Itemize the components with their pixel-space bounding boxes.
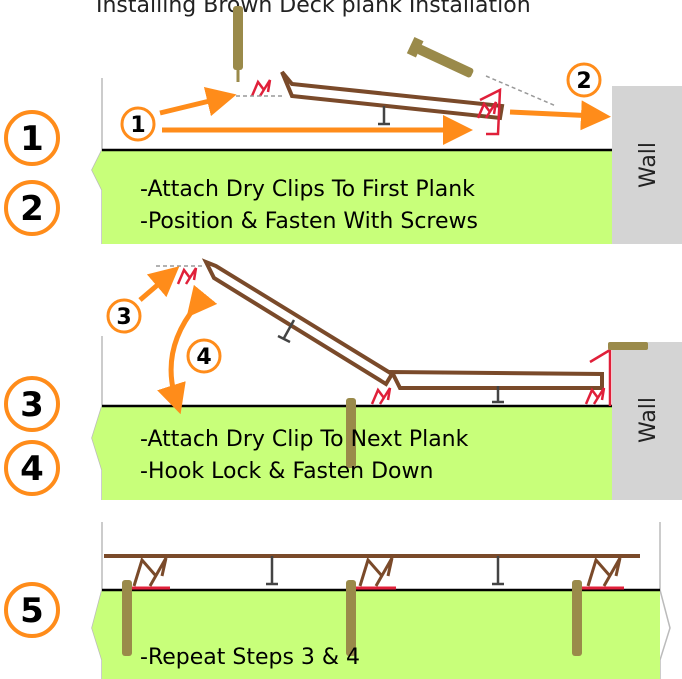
panel-1: Wall 1 2 -Attach Dry Clips To First (91, 6, 682, 244)
caption-attach-first: -Attach Dry Clips To First Plank (140, 177, 475, 202)
caption-position-fasten: -Position & Fasten With Screws (140, 209, 478, 234)
step-badge-1: 1 (4, 110, 60, 166)
arrow-step-4 (157, 284, 218, 415)
step-badge-4: 4 (4, 440, 60, 496)
wall-1 (612, 86, 682, 244)
marker-1: 1 (130, 113, 145, 138)
screw-icon (233, 6, 243, 82)
screw-icon (608, 342, 648, 350)
dry-clip (370, 386, 392, 406)
wall-label-1: Wall (636, 142, 661, 188)
arrow-step-2 (509, 100, 611, 131)
marker-2: 2 (576, 69, 591, 94)
step-badge-5: 5 (4, 582, 60, 638)
plank-2-flat (388, 369, 604, 390)
screw-icon (346, 580, 356, 656)
marker-3: 3 (116, 305, 131, 330)
step-badge-3: 3 (4, 376, 60, 432)
caption-hook-lock: -Hook Lock & Fasten Down (140, 459, 433, 484)
caption-attach-next: -Attach Dry Clip To Next Plank (140, 427, 469, 452)
marker-4: 4 (196, 345, 211, 370)
step-badges: 1 2 3 4 5 (4, 110, 60, 638)
ground-3 (92, 590, 670, 679)
dry-clip (176, 266, 198, 286)
header-partial-text: Installing Brown Deck plank Installation (96, 0, 531, 18)
screw-icon (406, 36, 474, 78)
wall-label-2: Wall (636, 397, 661, 443)
clip-group (350, 556, 396, 590)
wall-2 (612, 342, 682, 500)
plank-2-tilted (201, 258, 395, 387)
svg-text:1: 1 (20, 119, 44, 159)
svg-text:5: 5 (20, 591, 44, 631)
step-badge-2: 2 (4, 180, 60, 236)
arrow-step-3 (138, 266, 180, 302)
plank-1 (280, 70, 505, 121)
arrow-step-1a (159, 86, 237, 117)
ground-1 (92, 150, 612, 244)
screw-icon (122, 580, 132, 656)
svg-text:2: 2 (20, 189, 44, 229)
clip-group (578, 556, 624, 590)
panel-2: Wall 3 4 -Attach Dry Clip To Next Plank … (91, 258, 682, 500)
screw-icon (572, 580, 582, 656)
dry-clip (250, 78, 272, 98)
screw-icon (346, 398, 356, 468)
svg-text:4: 4 (20, 449, 44, 489)
caption-repeat: -Repeat Steps 3 & 4 (140, 645, 360, 670)
svg-text:3: 3 (20, 385, 44, 425)
dry-clip (584, 386, 606, 406)
panel-3: -Repeat Steps 3 & 4 (91, 522, 671, 679)
